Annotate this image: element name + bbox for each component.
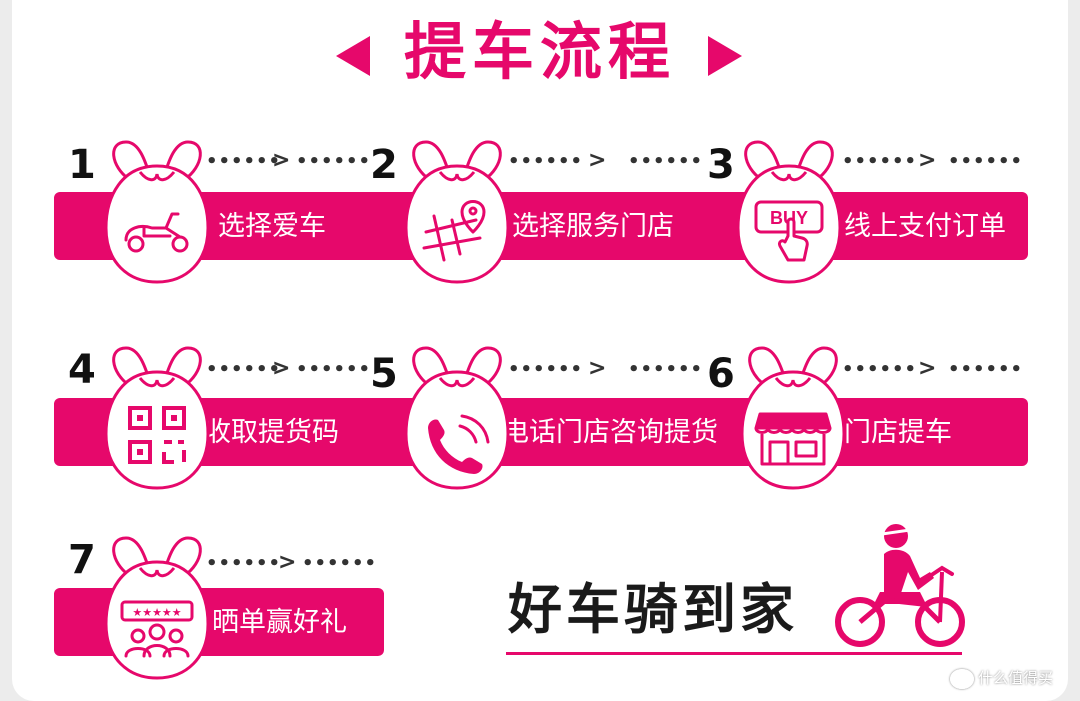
arrow-separator: >	[918, 148, 937, 173]
step-row-1-bar	[54, 192, 1028, 260]
dotted-connector: ••••••	[842, 151, 918, 172]
dotted-connector: ••••••	[206, 359, 282, 380]
step-badge-7: ★★★★★	[104, 536, 210, 680]
dotted-connector: ••••••	[302, 553, 378, 574]
arrow-separator: >	[272, 148, 291, 173]
qr-code-icon	[128, 406, 186, 464]
step-badge-5	[404, 346, 510, 490]
page-title: 提车流程	[403, 15, 676, 88]
watermark-text: 什么值得买	[978, 669, 1054, 687]
step-number: 3	[707, 142, 735, 188]
arrow-separator: >	[272, 356, 291, 381]
step-number: 1	[68, 142, 96, 188]
motorcycle-rider-icon	[835, 524, 965, 647]
dotted-connector: ••••••	[206, 553, 282, 574]
dotted-connector: ••••••	[206, 151, 282, 172]
step-row-2-bar	[54, 398, 1028, 466]
scooter-icon	[124, 212, 189, 253]
arrow-separator: >	[918, 356, 937, 381]
step-label: 门店提车	[844, 417, 952, 448]
step-number: 2	[370, 142, 398, 188]
step-number: 6	[707, 351, 735, 397]
dotted-connector: ••••••	[948, 359, 1024, 380]
store-icon	[754, 412, 832, 466]
dotted-connector: ••••••	[948, 151, 1024, 172]
step-label: 选择服务门店	[512, 211, 674, 242]
step-badge-1	[104, 140, 210, 284]
svg-text:★★★★★: ★★★★★	[132, 606, 181, 619]
arrow-separator: >	[588, 148, 607, 173]
dotted-connector: ••••••	[628, 151, 704, 172]
buy-button-icon: BUY	[754, 200, 824, 262]
step-label: 选择爱车	[218, 211, 326, 242]
step-label: 收取提货码	[204, 417, 339, 448]
step-number: 5	[370, 351, 398, 397]
dotted-connector: ••••••	[296, 359, 372, 380]
dotted-connector: ••••••	[296, 151, 372, 172]
step-badge-2	[404, 140, 510, 284]
review-stars-icon: ★★★★★	[120, 600, 194, 658]
map-pin-icon	[422, 200, 486, 262]
triangle-left-icon	[336, 36, 370, 76]
slogan: 好车骑到家	[508, 578, 798, 641]
triangle-right-icon	[708, 36, 742, 76]
arrow-separator: >	[278, 550, 297, 575]
watermark-logo-icon	[950, 668, 974, 689]
step-label: 电话门店咨询提货	[502, 417, 718, 448]
step-badge-6	[740, 346, 846, 490]
step-number: 7	[68, 537, 96, 583]
dotted-connector: ••••••	[508, 359, 584, 380]
step-badge-4	[104, 346, 210, 490]
phone-icon	[428, 414, 490, 474]
step-number: 4	[68, 347, 96, 393]
watermark: 什么值得买	[950, 668, 1053, 689]
dotted-connector: ••••••	[842, 359, 918, 380]
step-badge-3: BUY	[736, 140, 842, 284]
slogan-underline	[506, 652, 962, 655]
arrow-separator: >	[588, 356, 607, 381]
step-label: 晒单赢好礼	[212, 607, 347, 638]
dotted-connector: ••••••	[628, 359, 704, 380]
dotted-connector: ••••••	[508, 151, 584, 172]
step-label: 线上支付订单	[844, 211, 1006, 242]
